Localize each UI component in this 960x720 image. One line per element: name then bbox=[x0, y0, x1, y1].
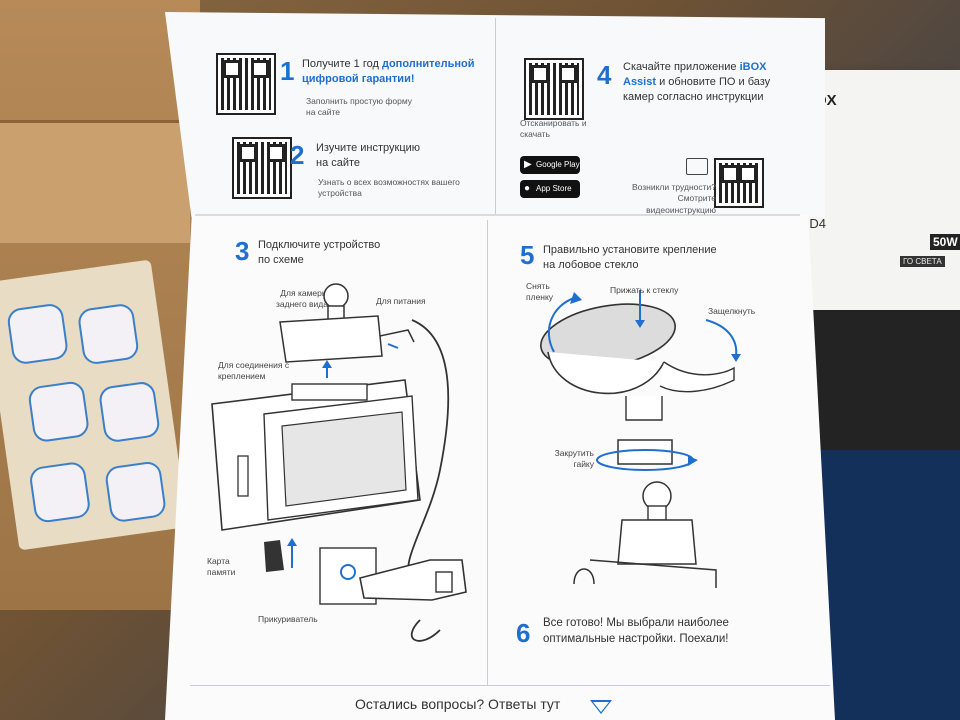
product-box-dark bbox=[800, 310, 960, 450]
step-6-number: 6 bbox=[516, 618, 531, 648]
cardboard-flap bbox=[0, 120, 190, 243]
latch-lever bbox=[659, 361, 735, 393]
step-3-text: Подключите устройство по схеме bbox=[258, 239, 381, 266]
step-1-caption: Заполнить простую форму на сайте bbox=[306, 96, 413, 118]
app-store-badge[interactable]: ● App Store bbox=[520, 180, 580, 198]
leaflet-fold bbox=[195, 214, 800, 216]
label-power: Для питания bbox=[376, 296, 426, 306]
blue-surface bbox=[820, 450, 960, 720]
divider-main bbox=[487, 220, 488, 685]
step-3-number: 3 bbox=[235, 236, 250, 266]
step-4-text-plain: Скачайте приложение bbox=[623, 61, 740, 73]
box-sub: ГО СВЕТА bbox=[900, 256, 945, 267]
step-4-help-caption: Возникли трудности? Смотрите видеоинстру… bbox=[631, 182, 716, 215]
step-2-number: 2 bbox=[290, 140, 305, 170]
label-mount: Для соединения с креплением bbox=[218, 360, 290, 382]
qr-code-instructions[interactable] bbox=[232, 137, 292, 199]
google-play-badge[interactable]: ▶ Google Play bbox=[520, 156, 580, 174]
ball-joint bbox=[323, 283, 349, 309]
step-4-number: 4 bbox=[597, 60, 612, 90]
power-cable bbox=[407, 319, 450, 581]
label-rear-camera: Для камеры заднего вида bbox=[276, 288, 328, 310]
step-1-text: Получите 1 год дополнительной цифровой г… bbox=[302, 57, 492, 87]
apple-icon: ● bbox=[524, 183, 531, 194]
label-tighten-nut: Закрутить гайку bbox=[554, 448, 594, 470]
divider-top bbox=[495, 18, 496, 214]
dashcam-screen bbox=[281, 411, 407, 507]
step-4-text-rest: и обновите ПО и базу камер согласно инст… bbox=[623, 75, 771, 103]
google-play-icon: ▶ bbox=[524, 159, 532, 170]
qr-code-video[interactable] bbox=[714, 158, 764, 208]
step-2-text: Изучите инструкцию на сайте bbox=[316, 142, 421, 169]
camera-adapter bbox=[617, 519, 697, 565]
video-icon bbox=[686, 158, 708, 175]
footer-question: Остались вопросы? Ответы тут bbox=[355, 696, 561, 712]
label-latch: Защелкнуть bbox=[708, 306, 756, 316]
step-5-number: 5 bbox=[520, 240, 535, 270]
step-1-text-bold: дополнительной цифровой гарантии! bbox=[302, 58, 475, 85]
label-memory-card: Карта памяти bbox=[207, 556, 236, 578]
divider-footer bbox=[190, 685, 830, 686]
label-press-glass: Прижать к стеклу bbox=[610, 285, 679, 295]
nut bbox=[617, 439, 673, 465]
step-4-text-bold: iBOX Assist bbox=[623, 61, 767, 88]
qr-code-app[interactable] bbox=[524, 58, 584, 120]
chevron-down-icon[interactable] bbox=[590, 700, 612, 714]
google-play-label: Google Play bbox=[536, 160, 580, 169]
step-1-number: 1 bbox=[280, 56, 295, 86]
box-power: 50W bbox=[930, 234, 960, 250]
step-6-text: Все готово! Мы выбрали наиболее оптималь… bbox=[543, 617, 729, 645]
step-4-caption: Отсканировать и скачать bbox=[520, 118, 587, 140]
step-2-caption: Узнать о всех возможностях вашего устрой… bbox=[318, 177, 460, 199]
step-5-text: Правильно установите крепление на лобово… bbox=[543, 244, 717, 271]
step-1-text-plain: Получите 1 год bbox=[302, 58, 382, 70]
label-lighter: Прикуриватель bbox=[258, 614, 318, 624]
qr-code-warranty[interactable] bbox=[216, 53, 276, 115]
memory-card bbox=[264, 540, 284, 572]
step-4-text: Скачайте приложение iBOX Assist и обнови… bbox=[623, 60, 788, 105]
app-store-label: App Store bbox=[536, 184, 572, 193]
label-peel-film: Снять пленку bbox=[526, 281, 554, 303]
mount-adapter bbox=[279, 315, 383, 363]
